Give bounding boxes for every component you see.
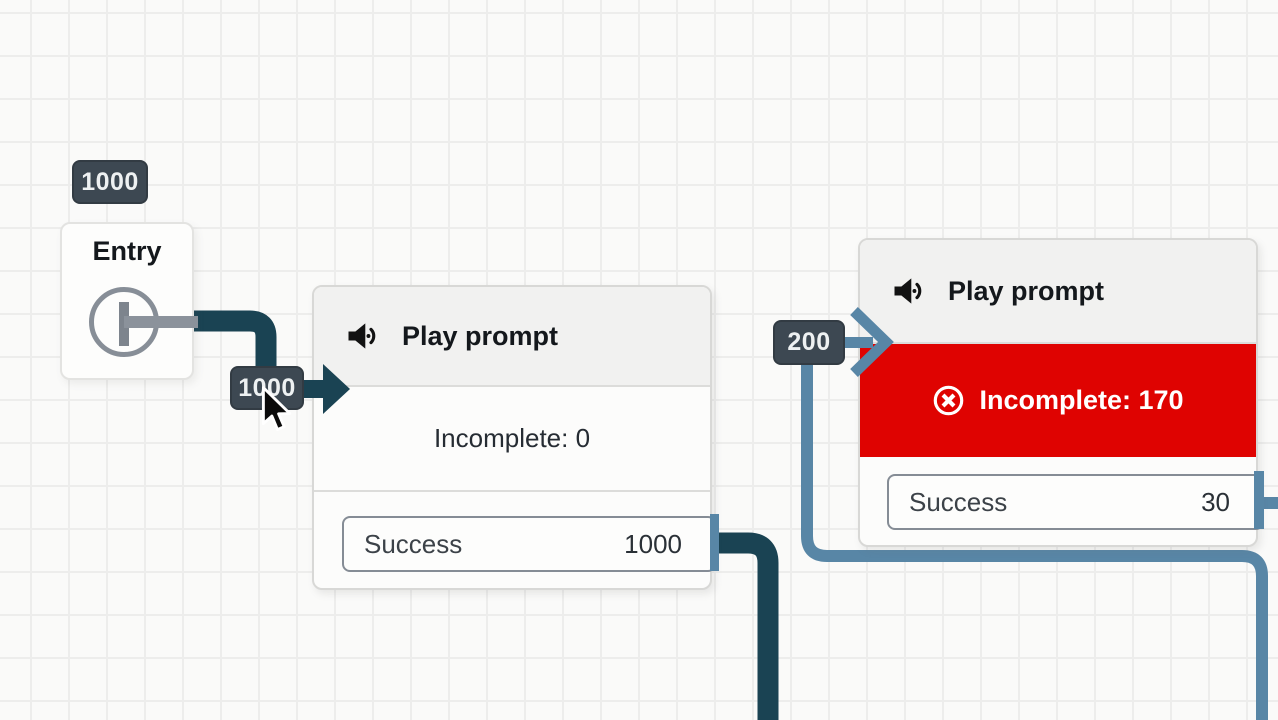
entry-count-value: 1000	[81, 167, 139, 196]
play-prompt-1-success-port[interactable]: Success 1000	[342, 516, 716, 572]
play-prompt-1-title: Play prompt	[402, 320, 559, 351]
error-circle-x-icon	[932, 384, 965, 417]
mouse-cursor-icon	[260, 386, 294, 439]
entry-node-title: Entry	[92, 236, 162, 266]
connection-around-play2[interactable]	[801, 360, 1268, 720]
connection-count-value: 200	[787, 328, 831, 356]
output-label: Success	[364, 528, 463, 559]
play-prompt-1-success-connector[interactable]	[710, 514, 719, 571]
entry-node[interactable]: Entry	[60, 222, 198, 380]
connection-entry-to-play1[interactable]	[193, 310, 277, 400]
play-prompt-2-header: Play prompt	[860, 240, 1256, 344]
play-prompt-1-status: Incomplete: 0	[314, 387, 710, 492]
play-prompt-2-success-connector[interactable]	[1254, 471, 1264, 529]
connection-count-badge-200: 200	[773, 320, 845, 365]
speaker-icon	[890, 273, 926, 309]
output-value: 30	[1201, 486, 1230, 517]
entry-count-badge: 1000	[72, 160, 148, 204]
play-prompt-1-status-text: Incomplete: 0	[433, 423, 591, 453]
speaker-icon	[344, 318, 380, 354]
output-value: 1000	[624, 528, 682, 559]
connection-play1-success-out[interactable]	[712, 532, 779, 720]
play-prompt-node-2[interactable]: Play prompt Incomplete: 170 Success 30	[858, 238, 1264, 547]
play-prompt-2-success-port[interactable]: Success 30	[887, 474, 1264, 530]
play-prompt-2-title: Play prompt	[948, 275, 1105, 306]
output-label: Success	[909, 486, 1008, 517]
play-prompt-2-error-band: Incomplete: 170	[860, 344, 1256, 457]
play-prompt-2-status-text: Incomplete: 170	[979, 385, 1184, 415]
play-prompt-node-1[interactable]: Play prompt Incomplete: 0 Success 1000	[312, 285, 716, 590]
play-prompt-1-header: Play prompt	[314, 287, 710, 387]
entry-output-stub	[124, 316, 198, 328]
